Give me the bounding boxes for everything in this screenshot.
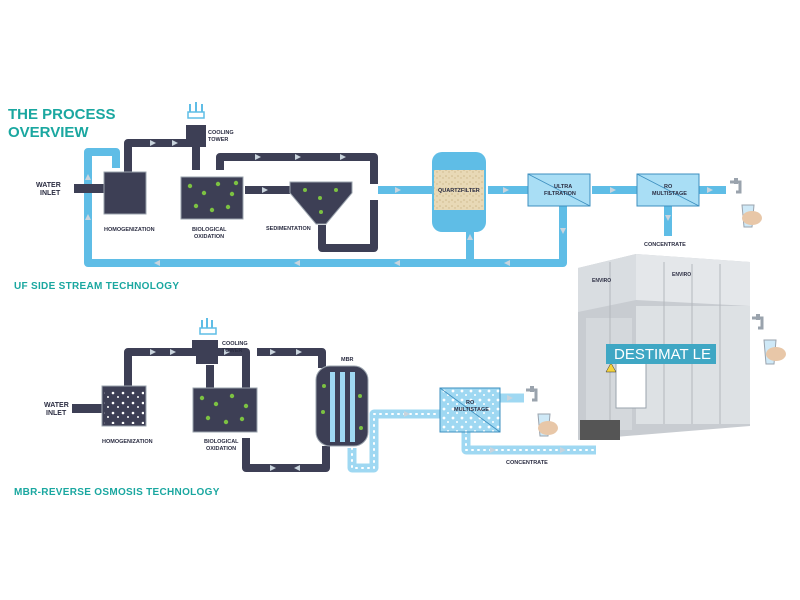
- uf-ro-multistage: [636, 173, 700, 207]
- mbr-bio-oxidation-l2: OXIDATION: [206, 446, 236, 452]
- uf-quartzfilter: [432, 152, 486, 232]
- uf-inlet-pipe: [74, 184, 108, 193]
- mbr-dark-pipe-2: [216, 348, 250, 388]
- uf-sed-bubbles: [303, 188, 338, 214]
- uf-bio-oxidation-tank: [180, 176, 244, 220]
- mbr-permeate-dots: [351, 413, 441, 469]
- mbr-bio-oxidation-tank: [192, 387, 258, 433]
- mbr-ro-l1: RO: [466, 400, 475, 406]
- uf-ro-l1: RO: [664, 184, 673, 190]
- uf-bio-bubbles: [187, 180, 239, 213]
- uf-water-inlet-l1: WATER: [36, 182, 61, 189]
- uf-cooling-tower-l2: TOWER: [208, 137, 228, 143]
- mbr-section-label: MBR-REVERSE OSMOSIS TECHNOLOGY: [14, 487, 220, 498]
- machine-tap-glass-icon: [752, 314, 786, 365]
- uf-section-label: UF SIDE STREAM TECHNOLOGY: [14, 281, 179, 292]
- mbr-cooling-tower-l2: TOWER: [222, 348, 242, 354]
- product-name: DESTIMAT LE: [614, 346, 711, 363]
- uf-cooling-tower-l1: COOLING: [208, 130, 234, 136]
- uf-section: HOMOGENIZATION WATER INLET COOLING TOWER…: [36, 102, 762, 267]
- uf-sedimentation-label: SEDIMENTATION: [266, 226, 311, 232]
- mbr-concentrate-label: CONCENTRATE: [506, 460, 548, 466]
- uf-return-pipe: [84, 148, 470, 267]
- mbr-tap-glass-icon: [526, 386, 558, 437]
- mbr-homogenization-bubbles: [104, 390, 144, 424]
- uf-homogenization-tank: [103, 171, 147, 215]
- title-line1: THE PROCESS: [8, 106, 116, 123]
- uf-dark-pipe-4: [318, 200, 378, 252]
- mbr-concentrate-dots: [465, 431, 597, 451]
- mbr-ro-l2: MULTISTAGE: [454, 407, 489, 413]
- uf-bio-oxidation-l2: OXIDATION: [194, 234, 224, 240]
- product-brand-2: ENVIRO: [672, 272, 691, 278]
- mbr-water-inlet-l1: WATER: [44, 402, 69, 409]
- mbr-ro-multistage: [439, 387, 501, 433]
- uf-ro-l2: MULTISTAGE: [652, 191, 687, 197]
- uf-flow-arrows: [85, 140, 713, 266]
- mbr-water-inlet-l2: INLET: [46, 410, 67, 417]
- mbr-cooling-tower: [196, 318, 218, 364]
- mbr-inlet-pipe: [72, 404, 104, 413]
- uf-cooling-tower: [186, 102, 206, 147]
- uf-ultra-filtration-l1: ULTRA: [554, 184, 572, 190]
- uf-quartzfilter-label: QUARTZFILTER: [438, 188, 480, 194]
- uf-tap-glass-icon: [730, 178, 762, 228]
- title-line2: OVERVIEW: [8, 124, 89, 141]
- uf-sedimentation-tank: [289, 181, 353, 225]
- uf-ultra-filtration-l2: FILTRATION: [544, 191, 576, 197]
- product-name-badge: DESTIMAT LE: [606, 344, 716, 364]
- uf-bio-oxidation-l1: BIOLOGICAL: [192, 227, 227, 233]
- mbr-dark-pipe-5: [242, 438, 330, 472]
- mbr-bio-oxidation-l1: BIOLOGICAL: [204, 439, 239, 445]
- uf-concentrate-label: CONCENTRATE: [644, 242, 686, 248]
- mbr-bio-bubbles: [199, 393, 249, 425]
- mbr-reactor: [315, 365, 369, 447]
- uf-ultra-filtration: [527, 173, 591, 207]
- mbr-label: MBR: [341, 357, 354, 363]
- uf-water-inlet-l2: INLET: [40, 190, 61, 197]
- mbr-homogenization-label: HOMOGENIZATION: [102, 439, 153, 445]
- mbr-flow-arrows: [150, 349, 566, 471]
- mbr-dark-pipe-4: [257, 348, 326, 368]
- mbr-section: HOMOGENIZATION WATER INLET COOLING TOWER…: [44, 318, 597, 473]
- product-brand: ENVIRO: [592, 278, 611, 284]
- mbr-dark-pipe-1: [124, 340, 200, 386]
- uf-homogenization-label: HOMOGENIZATION: [104, 227, 155, 233]
- mbr-cooling-tower-l1: COOLING: [222, 341, 248, 347]
- mbr-concentrate-pipe: [461, 432, 596, 455]
- uf-dark-pipe-1: [124, 139, 200, 172]
